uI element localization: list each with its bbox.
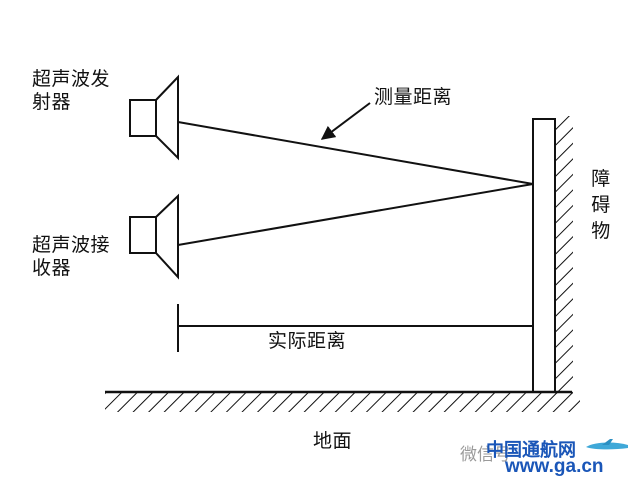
- watermark-url: www.ga.cn: [505, 456, 604, 477]
- actual-distance-label: 实际距离: [268, 330, 347, 352]
- measured-distance-label: 测量距离: [374, 86, 453, 108]
- obstacle-label: 障 碍 物: [591, 168, 611, 242]
- echo-beam-line: [177, 183, 534, 246]
- actual-distance-line: [177, 304, 533, 352]
- obstacle-wall: [532, 116, 573, 394]
- receiver-speaker: [129, 193, 179, 280]
- watermark-prefix: 微信号: [460, 445, 511, 465]
- watermark-brand: 中国通航网: [486, 440, 576, 460]
- transmitter-label: 超声波发 射器: [32, 68, 111, 113]
- ground-label: 地面: [313, 430, 353, 452]
- ground-surface: [105, 390, 580, 412]
- receiver-label: 超声波接 收器: [32, 234, 111, 279]
- measured-distance-arrow: [320, 102, 371, 140]
- transmitter-speaker: [129, 74, 179, 161]
- emit-beam-line: [177, 121, 534, 185]
- watermark-plane-icon: [586, 439, 628, 450]
